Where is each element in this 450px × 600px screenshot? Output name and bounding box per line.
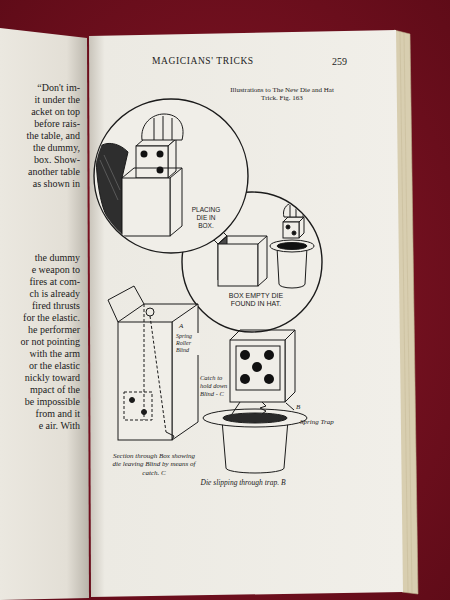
body-text-line: the dummy (35, 252, 80, 264)
body-text-line: another table (28, 166, 80, 178)
box-empty-figure (182, 192, 322, 332)
left-page (0, 28, 89, 600)
body-text-line: from and it (36, 408, 80, 420)
page-number: 259 (332, 56, 347, 68)
part-name: Catch to hold down Blind - C (200, 374, 229, 397)
body-text-line: box. Show- (34, 154, 80, 166)
body-text-line: fires at com- (29, 276, 80, 288)
right-page (89, 30, 403, 597)
body-text-line: “Don't im- (37, 82, 80, 94)
part-name: Spring Trap (300, 418, 334, 426)
figure-title: Illustrations to The New Die and Hat Tri… (226, 86, 338, 103)
body-text-line: it under the (34, 94, 80, 106)
body-text-line: e air. With (39, 420, 80, 432)
body-text-line: he performer (28, 324, 80, 336)
part-name: Spring Roller Blind (175, 333, 200, 355)
figure-label: BOX EMPTY DIE FOUND IN HAT. (228, 292, 284, 309)
body-text-line: or not pointing (21, 336, 80, 348)
body-text-line: fired thrusts (32, 300, 80, 312)
body-text-line: be impossible (25, 396, 80, 408)
body-text-line: the dummy, (33, 142, 80, 154)
body-text-line: or the elastic (29, 360, 80, 372)
callout-letter: A (178, 322, 184, 330)
body-text-line: mpact of the (30, 384, 80, 396)
running-head: MAGICIANS' TRICKS (152, 56, 254, 67)
body-text-line: as shown in (33, 178, 80, 190)
die-trap-figure (203, 330, 307, 473)
body-text-line: e weapon to (32, 264, 80, 276)
callout-letter: B (296, 403, 300, 411)
body-text-line: before rais- (34, 118, 80, 130)
figure-label: PLACING DIE IN BOX. (188, 206, 224, 229)
placing-die-figure (94, 99, 248, 253)
figure-caption: Die slipping through trap. B (178, 478, 308, 487)
body-text-line: the table, and (26, 130, 80, 142)
section-box-figure (108, 286, 198, 440)
figure-caption: Section through Box showing die leaving … (108, 452, 200, 477)
body-text-line: ch is already (29, 288, 80, 300)
body-text-line: with the arm (29, 348, 80, 360)
body-text-line: acket on top (31, 106, 80, 118)
body-text-line: for the elastic. (23, 312, 80, 324)
body-text-line: nickly toward (25, 372, 80, 384)
